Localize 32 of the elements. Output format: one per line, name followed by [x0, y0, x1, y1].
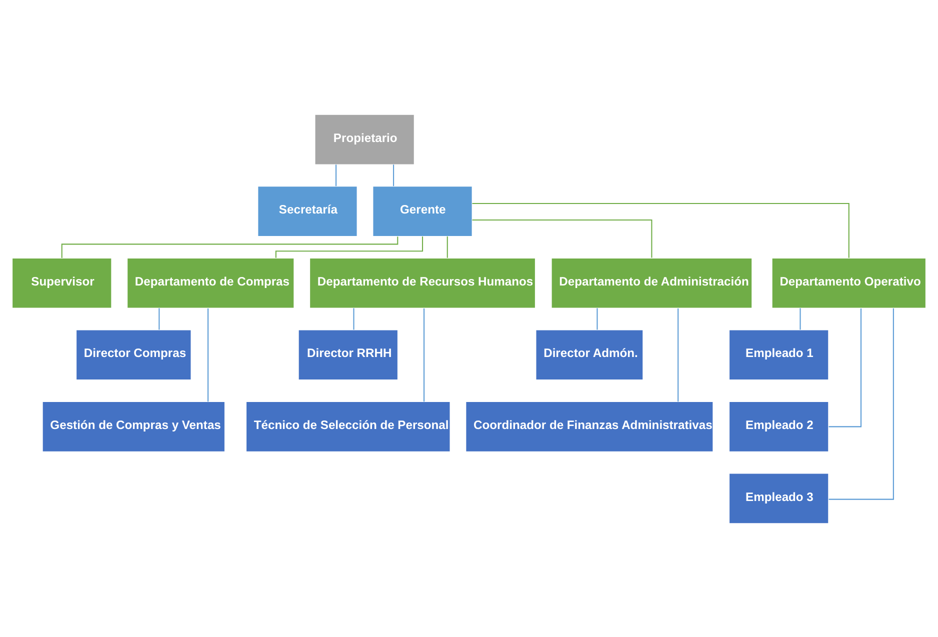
connector — [158, 308, 160, 330]
node-box: Gerente — [372, 185, 473, 236]
node-box: Director Admón. — [535, 328, 644, 380]
connector — [446, 236, 448, 258]
connector — [678, 308, 679, 402]
node-box: Empleado 2 — [728, 400, 829, 452]
node-box: Departamento de Administración — [550, 257, 752, 308]
connector — [596, 308, 598, 330]
node-box: Departamento Operativo — [771, 257, 926, 308]
connector — [393, 164, 394, 186]
connector — [800, 308, 801, 330]
connector — [353, 308, 354, 330]
node-box: Empleado 1 — [728, 328, 829, 380]
node-box: Departamento de Recursos Humanos — [309, 257, 536, 308]
node-box: Empleado 3 — [728, 472, 829, 524]
node-box: Supervisor — [12, 257, 112, 308]
connector — [275, 236, 424, 258]
connector — [472, 218, 652, 258]
connector — [424, 308, 425, 402]
node-box: Técnico de Selección de Personal — [246, 400, 451, 452]
connector — [208, 308, 209, 402]
connector — [828, 308, 862, 427]
node-box: Director RRHH — [298, 328, 398, 380]
connector — [336, 164, 337, 186]
node-box: Coordinador de Finanzas Administrativas — [465, 400, 714, 452]
node-box: Departamento de Compras — [126, 257, 295, 308]
node-box: Propietario — [314, 114, 415, 165]
node-box: Secretaría — [257, 185, 358, 236]
connector — [472, 202, 850, 258]
connector — [828, 308, 894, 500]
node-box: Director Compras — [76, 328, 192, 380]
node-box: Gestión de Compras y Ventas — [42, 400, 226, 452]
